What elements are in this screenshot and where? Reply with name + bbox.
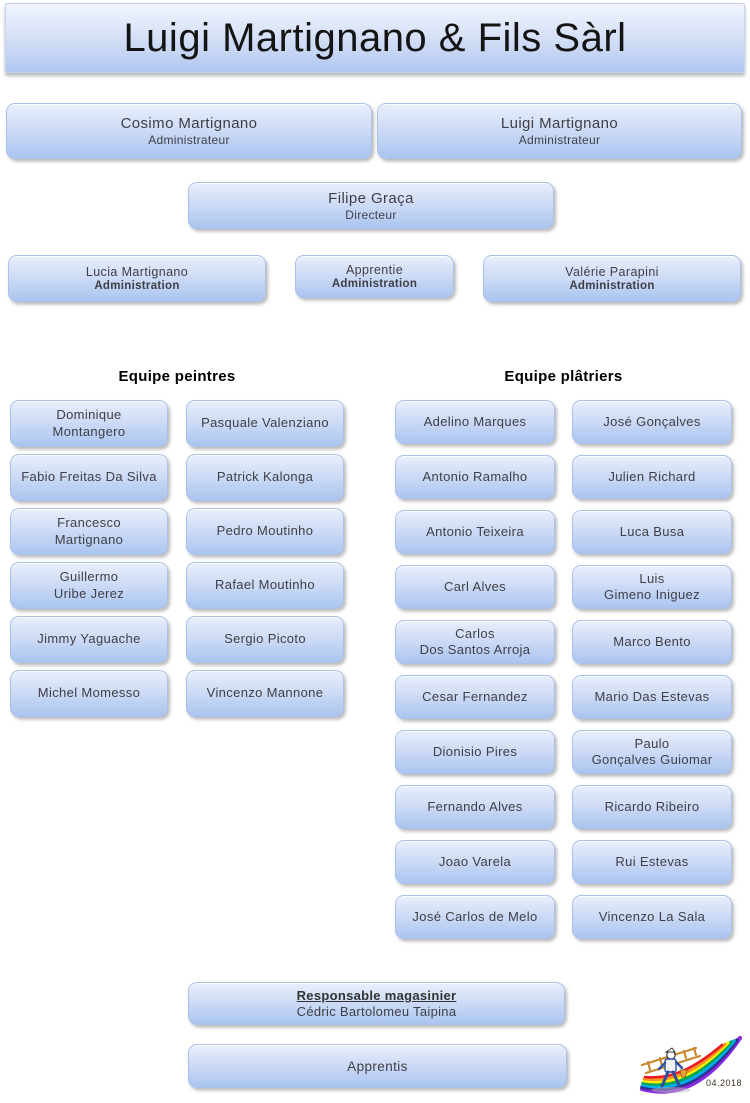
member-box: Rafael Moutinho bbox=[186, 562, 344, 609]
magasinier-title: Responsable magasinier bbox=[296, 988, 457, 1003]
admin-staff-box: Lucia Martignano Administration bbox=[8, 255, 266, 302]
member-box: Jimmy Yaguache bbox=[10, 616, 168, 663]
person-name: Cosimo Martignano bbox=[120, 115, 258, 132]
member-box: Rui Estevas bbox=[572, 840, 732, 884]
member-box: Adelino Marques bbox=[395, 400, 555, 444]
person-name: Lucia Martignano bbox=[85, 265, 189, 279]
member-box: Joao Varela bbox=[395, 840, 555, 884]
person-name: Luigi Martignano bbox=[500, 115, 619, 132]
person-role: Administrateur bbox=[518, 133, 601, 147]
magasinier-name: Cédric Bartolomeu Taipina bbox=[296, 1004, 457, 1019]
painter-with-ladder-rainbow-icon bbox=[639, 1035, 743, 1094]
admin-staff-box: Apprentie Administration bbox=[295, 255, 454, 298]
member-box: Vincenzo Mannone bbox=[186, 670, 344, 717]
person-name: Filipe Graça bbox=[328, 189, 414, 207]
company-title: Luigi Martignano & Fils Sàrl bbox=[123, 15, 627, 60]
apprentis-label: Apprentis bbox=[347, 1058, 408, 1074]
team-title-peintres: Equipe peintres bbox=[118, 368, 236, 385]
member-box: Antonio Teixeira bbox=[395, 510, 555, 554]
magasinier-box: Responsable magasinier Cédric Bartolomeu… bbox=[188, 982, 565, 1025]
member-box: Cesar Fernandez bbox=[395, 675, 555, 719]
administrator-box: Cosimo Martignano Administrateur bbox=[6, 103, 372, 159]
person-name: Apprentie bbox=[345, 263, 404, 277]
member-box: Julien Richard bbox=[572, 455, 732, 499]
member-box: Ricardo Ribeiro bbox=[572, 785, 732, 829]
member-box: Dionisio Pires bbox=[395, 730, 555, 774]
member-box: Vincenzo La Sala bbox=[572, 895, 732, 939]
member-box: José Gonçalves bbox=[572, 400, 732, 444]
member-box: Sergio Picoto bbox=[186, 616, 344, 663]
company-title-banner: Luigi Martignano & Fils Sàrl bbox=[5, 3, 745, 73]
logo-date: 04.2018 bbox=[705, 1078, 742, 1088]
member-box: Dominique Montangero bbox=[10, 400, 168, 447]
member-box: Antonio Ramalho bbox=[395, 455, 555, 499]
person-role: Administrateur bbox=[148, 133, 230, 147]
member-box: Carlos Dos Santos Arroja bbox=[395, 620, 555, 664]
member-box: Paulo Gonçalves Guiomar bbox=[572, 730, 732, 774]
team-title-platriers: Equipe plâtriers bbox=[504, 368, 623, 385]
person-role: Administration bbox=[331, 278, 418, 290]
member-box: Pasquale Valenziano bbox=[186, 400, 344, 447]
administrator-box: Luigi Martignano Administrateur bbox=[377, 103, 742, 159]
member-box: Patrick Kalonga bbox=[186, 454, 344, 501]
member-box: Michel Momesso bbox=[10, 670, 168, 717]
member-box: Pedro Moutinho bbox=[186, 508, 344, 555]
member-box: Mario Das Estevas bbox=[572, 675, 732, 719]
member-box: Fernando Alves bbox=[395, 785, 555, 829]
team-peintres-grid: Dominique Montangero Fabio Freitas Da Si… bbox=[10, 400, 344, 717]
member-box: Marco Bento bbox=[572, 620, 732, 664]
person-role: Directeur bbox=[345, 207, 397, 222]
member-box: José Carlos de Melo bbox=[395, 895, 555, 939]
person-name: Valérie Parapini bbox=[565, 265, 659, 279]
team-platriers-grid: Adelino Marques Antonio Ramalho Antonio … bbox=[395, 400, 732, 939]
person-role: Administration bbox=[94, 280, 180, 292]
director-box: Filipe Graça Directeur bbox=[188, 182, 554, 229]
member-box: Luis Gimeno Iniguez bbox=[572, 565, 732, 609]
member-box: Carl Alves bbox=[395, 565, 555, 609]
member-box: Guillermo Uribe Jerez bbox=[10, 562, 168, 609]
company-logo: 04.2018 bbox=[626, 1028, 748, 1098]
person-role: Administration bbox=[569, 280, 655, 292]
member-box: Luca Busa bbox=[572, 510, 732, 554]
member-box: Fabio Freitas Da Silva bbox=[10, 454, 168, 501]
admin-staff-box: Valérie Parapini Administration bbox=[483, 255, 741, 302]
member-box: Francesco Martignano bbox=[10, 508, 168, 555]
apprentis-box: Apprentis bbox=[188, 1044, 567, 1088]
